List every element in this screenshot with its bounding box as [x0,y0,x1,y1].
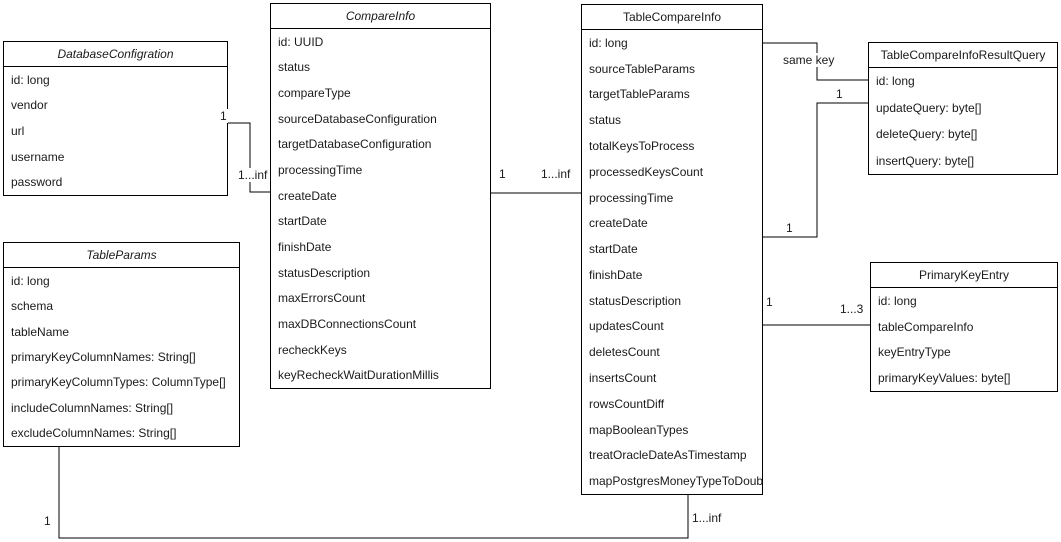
attribute-row: id: long [11,72,50,87]
attribute-row: tableCompareInfo [878,319,974,334]
class-title-primarykeyentry: PrimaryKeyEntry [871,263,1057,288]
attribute-row: id: long [876,74,915,89]
attribute-row: treatOracleDateAsTimestamp [589,448,747,463]
attribute-row: status [589,113,622,128]
attribute-row: password [11,175,63,190]
class-title-tablecompareinfo: TableCompareInfo [582,5,762,30]
attribute-row: totalKeysToProcess [589,139,695,154]
multiplicity-label-compareinfo-right: 1 [498,167,507,181]
multiplicity-label-tablecompareinfo-pke-end: 1 [765,295,774,309]
attribute-row: username [11,149,65,164]
attribute-row: keyEntryType [878,345,951,360]
attribute-list: id: long tableCompareInfo keyEntryType prim… [871,288,1057,391]
multiplicity-label-primarykeyentry-end: 1...3 [839,302,865,316]
attribute-row: updatesCount [589,319,664,334]
attribute-row: startDate [278,214,327,229]
attribute-row: finishDate [589,267,643,282]
class-box-tablecompareinforesultquery: TableCompareInfoResultQuery id: long upda… [868,42,1058,175]
attribute-row: sourceTableParams [589,61,696,76]
attribute-row: targetTableParams [589,87,690,102]
class-box-compareinfo: CompareInfo id: UUID status compareType sou… [270,3,491,389]
attribute-row: mapPostgresMoneyTypeToDoub [589,474,762,489]
class-title-tablecompareinforesultquery: TableCompareInfoResultQuery [869,43,1057,68]
multiplicity-label-resultquery-end: 1 [835,87,844,101]
attribute-row: createDate [278,188,337,203]
attribute-list: id: long vendor url username password [4,67,227,195]
attribute-row: id: long [11,273,50,288]
attribute-row: status [278,60,311,75]
attribute-list: id: long schema tableName primaryKeyColumnN… [4,268,239,446]
attribute-row: startDate [589,242,638,257]
attribute-row: finishDate [278,239,332,254]
class-box-primarykeyentry: PrimaryKeyEntry id: long tableCompareInfo… [870,262,1058,392]
attribute-row: deletesCount [589,345,660,360]
attribute-row: targetDatabaseConfiguration [278,137,432,152]
attribute-row: primaryKeyColumnTypes: ColumnType[] [11,375,226,390]
attribute-row: maxErrorsCount [278,291,366,306]
class-title-databaseconfigration: DatabaseConfigration [4,42,227,67]
attribute-row: mapBooleanTypes [589,422,689,437]
attribute-row: tableName [11,324,70,339]
class-box-tablecompareinfo: TableCompareInfo id: long sourceTablePara… [581,4,763,495]
class-title-tableparams: TableParams [4,243,239,268]
attribute-row: recheckKeys [278,342,347,357]
attribute-row: keyRecheckWaitDurationMillis [278,368,439,383]
attribute-row: id: long [878,293,917,308]
attribute-row: sourceDatabaseConfiguration [278,111,437,126]
edge-name-label-same-key: same key [782,53,836,67]
attribute-row: createDate [589,216,648,231]
multiplicity-label-compareinfo-end: 1...inf [237,168,269,182]
attribute-row: url [11,123,25,138]
attribute-row: processingTime [278,163,363,178]
attribute-row: primaryKeyColumnNames: String[] [11,349,196,364]
multiplicity-label-dbconfig-end: 1 [219,109,228,123]
attribute-row: insertQuery: byte[] [876,153,975,168]
attribute-row: processedKeysCount [589,164,704,179]
multiplicity-label-tablecompareinfo-resultquery-end: 1 [785,221,794,235]
attribute-row: id: UUID [278,34,324,49]
attribute-row: excludeColumnNames: String[] [11,426,177,441]
attribute-row: vendor [11,98,48,113]
class-box-databaseconfigration: DatabaseConfigration id: long vendor url us… [3,41,228,196]
attribute-row: statusDescription [589,293,682,308]
attribute-row: processingTime [589,190,674,205]
attribute-list: id: long sourceTableParams targetTablePara… [582,30,762,494]
attribute-row: rowsCountDiff [589,396,665,411]
multiplicity-label-tableparams-end: 1 [43,514,52,528]
attribute-row: updateQuery: byte[] [876,100,982,115]
multiplicity-label-tablecompareinfo-bottom-end: 1...inf [691,511,723,525]
multiplicity-label-tablecompareinfo-left: 1...inf [540,167,572,181]
attribute-row: includeColumnNames: String[] [11,400,174,415]
attribute-row: statusDescription [278,265,371,280]
attribute-row: deleteQuery: byte[] [876,127,978,142]
attribute-row: id: long [589,35,628,50]
class-title-compareinfo: CompareInfo [271,4,490,29]
class-box-tableparams: TableParams id: long schema tableName prima… [3,242,240,447]
attribute-list: id: UUID status compareType sourceDatabaseC… [271,29,490,388]
attribute-row: primaryKeyValues: byte[] [878,371,1011,386]
attribute-row: compareType [278,86,351,101]
attribute-row: insertsCount [589,371,657,386]
attribute-row: schema [11,299,54,314]
attribute-list: id: long updateQuery: byte[] deleteQuery: … [869,68,1057,174]
attribute-row: maxDBConnectionsCount [278,316,417,331]
edge-tablecompareinfo-resultquery [763,102,868,238]
